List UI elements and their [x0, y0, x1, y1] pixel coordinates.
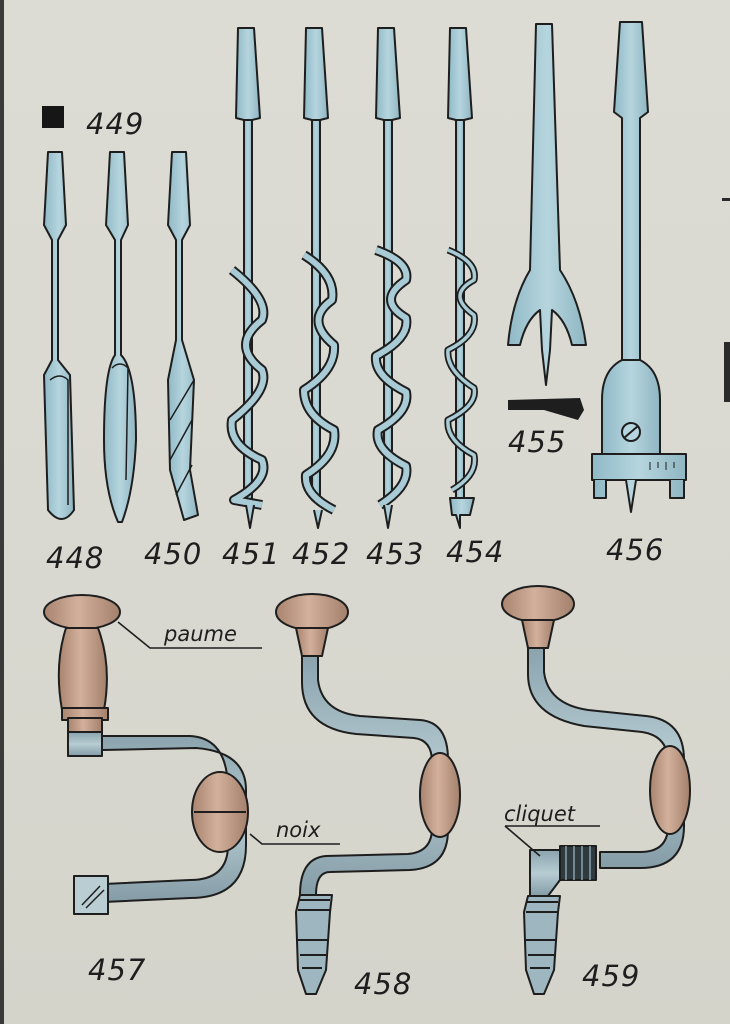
- right-margin-tab: [724, 342, 730, 402]
- fig-number-457: 457: [88, 953, 147, 987]
- fig-number-458: 458: [354, 967, 413, 1001]
- bit-456-expansive: [591, 21, 687, 513]
- bit-455-profile: [508, 398, 584, 420]
- bit-455-spade: [507, 23, 587, 386]
- page-left-edge: [0, 0, 4, 1024]
- fig-number-459: 459: [582, 959, 641, 993]
- callout-line-paume: [117, 621, 262, 649]
- fig-number-456: 456: [606, 533, 665, 567]
- right-margin-tick-top: [722, 198, 730, 201]
- fig-number-451: 451: [222, 537, 281, 571]
- brace-459: [501, 585, 691, 995]
- bit-451-auger: [226, 27, 269, 529]
- bit-450-flat-twist: [167, 151, 199, 521]
- callout-paume: paume: [164, 622, 237, 646]
- bit-449-spoon: [103, 151, 137, 523]
- bit-454-auger: [444, 27, 479, 529]
- fig-number-450: 450: [144, 537, 203, 571]
- bit-452-auger: [299, 27, 340, 529]
- bit-448-gouge: [43, 151, 75, 520]
- callout-noix: noix: [276, 818, 321, 842]
- fig-number-449: 449: [86, 107, 145, 141]
- fig-number-452: 452: [292, 537, 351, 571]
- fig-number-455: 455: [508, 425, 567, 459]
- callout-line-cliquet: [504, 825, 600, 857]
- bit-453-auger: [370, 27, 412, 529]
- fig-number-454: 454: [446, 535, 505, 569]
- black-square-marker: [42, 106, 64, 128]
- callout-line-noix: [249, 833, 340, 845]
- fig-number-448: 448: [46, 541, 105, 575]
- callout-cliquet: cliquet: [504, 802, 576, 826]
- brace-458: [275, 593, 461, 995]
- fig-number-453: 453: [366, 537, 425, 571]
- brace-457: [43, 594, 249, 915]
